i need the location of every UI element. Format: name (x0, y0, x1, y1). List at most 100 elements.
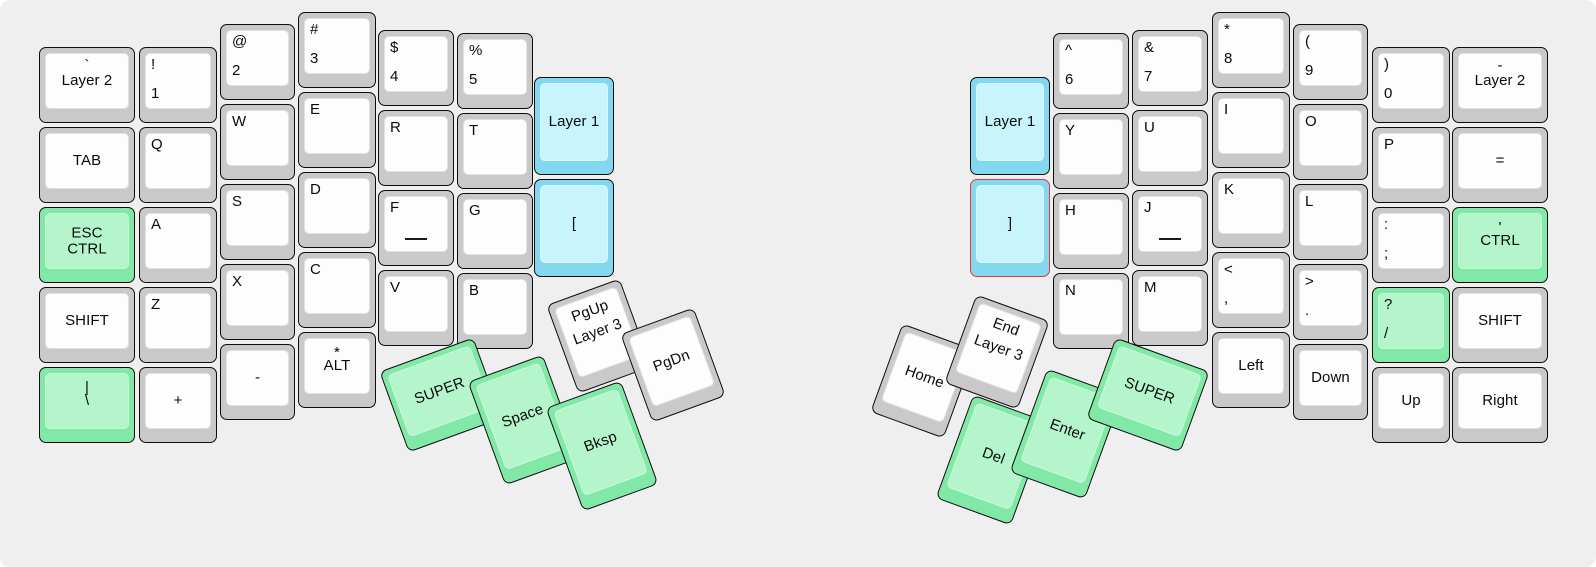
key-7-amp[interactable]: &7 (1132, 30, 1208, 106)
key-l[interactable]: L (1293, 184, 1368, 260)
key-cap: !1 (145, 53, 211, 109)
key-legend: 6 (1065, 71, 1074, 89)
key-k[interactable]: K (1212, 172, 1290, 248)
key-o[interactable]: O (1293, 104, 1368, 180)
key-minus[interactable]: - (220, 344, 295, 420)
key-right[interactable]: Right (1452, 367, 1548, 443)
key-d[interactable]: D (298, 172, 376, 248)
key-bracket-left[interactable]: [ (534, 179, 614, 277)
key-legend: L (1305, 193, 1314, 210)
key-grave-layer2[interactable]: `Layer 2 (39, 47, 135, 123)
key-esc-ctrl[interactable]: ESC CTRL (39, 207, 135, 283)
key-legend: C (310, 261, 321, 278)
key-legend: A (151, 216, 162, 233)
key-legend: \ (84, 392, 90, 410)
key-up[interactable]: Up (1372, 367, 1450, 443)
key-slash[interactable]: ?/ (1372, 287, 1450, 363)
key-semicolon[interactable]: :; (1372, 207, 1450, 283)
key-u[interactable]: U (1132, 110, 1208, 186)
key-legend: 2 (232, 62, 241, 80)
key-legend: Down (1311, 369, 1350, 387)
key-c[interactable]: C (298, 252, 376, 328)
key-h[interactable]: H (1053, 193, 1129, 269)
key-down[interactable]: Down (1293, 344, 1368, 420)
key-legend: B (469, 282, 480, 299)
key-legend: E (310, 101, 321, 118)
key-legend: X (232, 273, 243, 290)
key-cap: >. (1299, 270, 1362, 326)
key-j[interactable]: J (1132, 190, 1208, 266)
key-legend: H (1065, 202, 1076, 219)
key-y[interactable]: Y (1053, 113, 1129, 189)
key-z[interactable]: Z (139, 287, 217, 363)
key-tab[interactable]: TAB (39, 127, 135, 203)
key-alt[interactable]: *ALT (298, 332, 376, 408)
key-q[interactable]: Q (139, 127, 217, 203)
key-legend: ; (1384, 245, 1389, 263)
key-legend: : (1384, 216, 1389, 233)
key-legend: N (1065, 282, 1076, 299)
key-legend: F (390, 199, 400, 216)
key-cap: Right (1458, 373, 1542, 429)
key-b[interactable]: B (457, 273, 533, 349)
key-f[interactable]: F (378, 190, 454, 266)
key-quote-ctrl[interactable]: 'CTRL (1452, 207, 1548, 283)
key-e[interactable]: E (298, 92, 376, 168)
key-r[interactable]: R (378, 110, 454, 186)
key-m[interactable]: M (1132, 270, 1208, 346)
key-3-hash[interactable]: #3 (298, 12, 376, 88)
key-p[interactable]: P (1372, 127, 1450, 203)
key-legend: ` (84, 57, 90, 74)
key-comma[interactable]: <, (1212, 252, 1290, 328)
key-legend: Layer 2 (1474, 72, 1526, 90)
key-cap: SUPER (1096, 345, 1203, 438)
key-legend: PgDn (650, 346, 693, 376)
key-1-bang[interactable]: !1 (139, 47, 217, 123)
key-0-paren[interactable]: )0 (1372, 47, 1450, 123)
key-2-at[interactable]: @2 (220, 24, 295, 100)
key-layer1[interactable]: Layer 1 (534, 77, 614, 175)
key-5-percent[interactable]: %5 (457, 33, 533, 109)
homing-bar-icon (1159, 238, 1181, 240)
key-legend: M (1144, 279, 1157, 296)
key-8-star[interactable]: *8 (1212, 12, 1290, 88)
key-layer1-right[interactable]: Layer 1 (970, 77, 1050, 175)
key-cap: U (1138, 116, 1202, 172)
key-4-dollar[interactable]: $4 (378, 30, 454, 106)
key-g[interactable]: G (457, 193, 533, 269)
key-bracket-right[interactable]: ] (970, 179, 1050, 277)
key-shift[interactable]: SHIFT (39, 287, 135, 363)
key-legend: K (1224, 181, 1235, 198)
key-cap: I (1218, 98, 1284, 154)
key-shift-right[interactable]: SHIFT (1452, 287, 1548, 363)
key-v[interactable]: V (378, 270, 454, 346)
key-pipe-backslash[interactable]: |\ (39, 367, 135, 443)
key-n[interactable]: N (1053, 273, 1129, 349)
key-legend: 4 (390, 68, 399, 86)
key-cap: |\ (45, 373, 129, 429)
key-9-paren[interactable]: (9 (1293, 24, 1368, 100)
key-w[interactable]: W (220, 104, 295, 180)
key-a[interactable]: A (139, 207, 217, 283)
key-left[interactable]: Left (1212, 332, 1290, 408)
key-equals[interactable]: = (1452, 127, 1548, 203)
key-cap: `Layer 2 (45, 53, 129, 109)
key-minus-layer2[interactable]: -Layer 2 (1452, 47, 1548, 123)
key-plus[interactable]: + (139, 367, 217, 443)
key-bksp[interactable]: Bksp (545, 380, 659, 512)
key-cap: E (304, 98, 370, 154)
key-t[interactable]: T (457, 113, 533, 189)
key-cap: &7 (1138, 36, 1202, 92)
key-legend: Space (499, 400, 546, 432)
key-x[interactable]: X (220, 264, 295, 340)
key-cap: SHIFT (1458, 293, 1542, 349)
key-i[interactable]: I (1212, 92, 1290, 168)
key-legend: Layer 1 (548, 113, 600, 131)
key-6-caret[interactable]: ^6 (1053, 33, 1129, 109)
key-period[interactable]: >. (1293, 264, 1368, 340)
key-cap: *8 (1218, 18, 1284, 74)
key-legend: 5 (469, 71, 478, 89)
key-cap: R (384, 116, 448, 172)
key-s[interactable]: S (220, 184, 295, 260)
key-cap: C (304, 258, 370, 314)
